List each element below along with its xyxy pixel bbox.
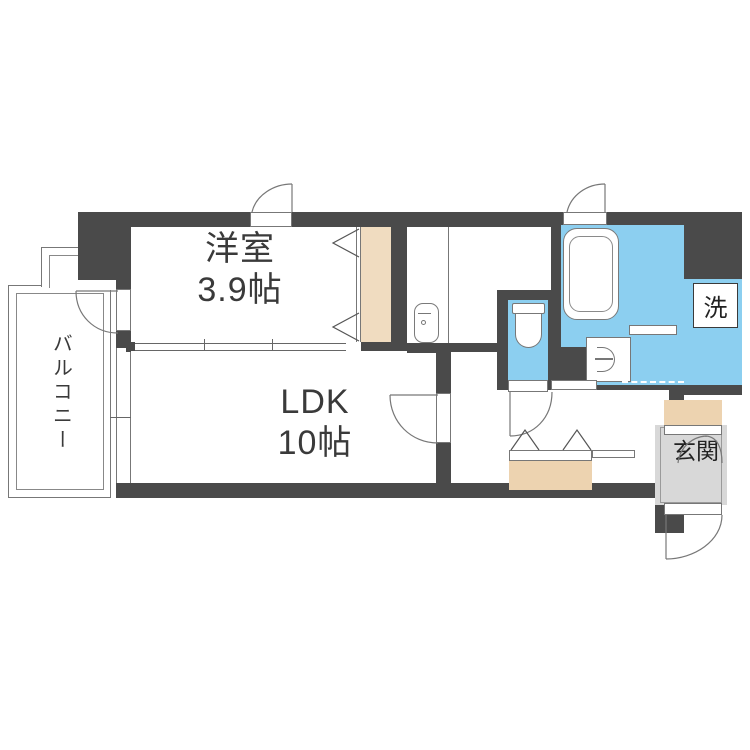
closet-base-wall	[361, 342, 391, 352]
bath-window[interactable]	[563, 212, 607, 225]
washroom-entry-panel[interactable]	[551, 380, 597, 390]
ldk-closet-door[interactable]	[509, 428, 595, 452]
bedroom-window-swing-icon	[250, 183, 296, 213]
bedroom-closet-frame	[356, 227, 361, 342]
washroom-threshold-dash	[622, 381, 684, 383]
washing-machine: 洗	[693, 283, 738, 328]
toilet-door-swing-icon	[508, 391, 554, 438]
kitchen-bottom-wall	[407, 343, 497, 353]
vanity-faucet	[595, 358, 613, 360]
toilet-tank	[512, 303, 545, 314]
balcony-inner-outline	[16, 293, 104, 490]
partition-mullion-2	[272, 339, 274, 355]
entrance-inner-door[interactable]	[664, 425, 722, 435]
wall-bottom-ldk	[116, 483, 436, 498]
balcony-door[interactable]	[116, 289, 131, 331]
ldk-hall-door[interactable]	[436, 393, 451, 443]
washer-recess-bottom-wall	[684, 385, 742, 395]
washer-recess-top-wall	[684, 212, 742, 279]
ldk-floor	[131, 351, 437, 483]
bedroom-size: 3.9帖	[197, 271, 283, 309]
bathtub-inner	[569, 236, 613, 312]
front-door-swing-icon	[664, 514, 726, 561]
partition-end-stub	[126, 342, 135, 352]
balcony-label: バルコニー	[49, 333, 72, 453]
ldk-closet-door-panel2[interactable]	[592, 450, 635, 458]
kitchen-drain	[421, 320, 426, 325]
washer-label: 洗	[703, 295, 728, 322]
wall-left-upper-block	[78, 212, 131, 280]
bedroom-name: 洋室	[205, 230, 275, 268]
bedroom-closet-door[interactable]	[331, 227, 361, 343]
entrance-label: 玄関	[673, 438, 719, 464]
wall-left-lower	[116, 280, 131, 290]
ldk-closet-door-panel[interactable]	[509, 450, 592, 461]
ldk-hall-door-swing-icon	[388, 393, 440, 445]
wall-bottom-hall	[436, 483, 686, 498]
kitchen-sink	[414, 303, 439, 343]
entrance-inner-door-swing-icon	[664, 435, 723, 465]
bedroom-closet-floor	[361, 227, 391, 272]
bath-entry-panel[interactable]	[629, 325, 677, 335]
partition-mullion-1	[204, 339, 206, 355]
toilet-bowl	[515, 314, 542, 348]
ldk-size: 10帖	[277, 424, 353, 462]
ldk-closet-floor	[509, 460, 592, 490]
bath-window-swing-icon	[565, 183, 609, 213]
bedroom-partition[interactable]	[131, 343, 346, 351]
toilet-door[interactable]	[508, 380, 548, 392]
entrance-tile-outline	[660, 427, 722, 503]
balcony-window-mullion	[110, 417, 136, 419]
wall-top	[78, 212, 684, 227]
kitchen-faucet	[418, 313, 431, 315]
closet-right-wall	[391, 227, 407, 352]
bedroom-window[interactable]	[250, 212, 292, 227]
front-door[interactable]	[664, 503, 722, 515]
bedroom-closet-floor2	[361, 272, 391, 342]
ldk-name: LDK	[280, 383, 350, 421]
bedroom-floor	[131, 227, 361, 343]
balcony-door-swing-icon	[74, 289, 120, 335]
shoe-cabinet	[664, 400, 722, 425]
